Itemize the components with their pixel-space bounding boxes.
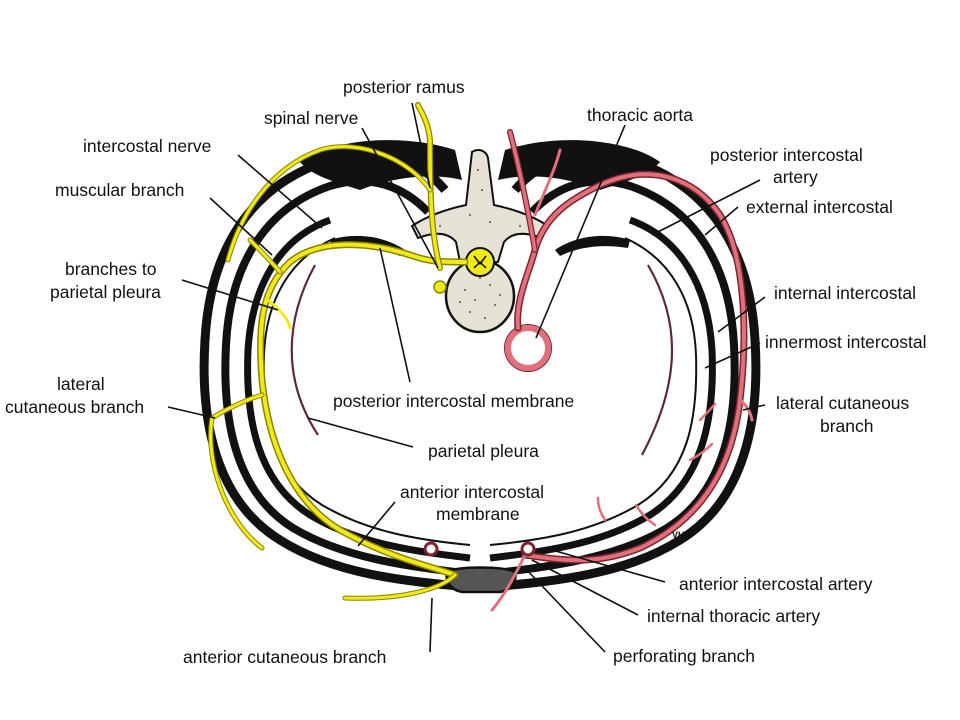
label-anterior-cutaneous-branch: anterior cutaneous branch bbox=[183, 647, 386, 667]
internal-thoracic-artery-right bbox=[520, 541, 536, 557]
label-lateral-cutaneous-branch-right-2: branch bbox=[820, 416, 874, 436]
label-external-intercostal: external intercostal bbox=[746, 197, 893, 217]
label-internal-thoracic-artery: internal thoracic artery bbox=[647, 606, 820, 626]
label-perforating-branch: perforating branch bbox=[613, 646, 755, 666]
artery-twig-4 bbox=[596, 496, 607, 522]
perforating-branch-artery bbox=[490, 553, 527, 612]
label-anterior-intercostal-membrane-2: membrane bbox=[436, 504, 520, 524]
sternum-body bbox=[445, 566, 517, 594]
label-intercostal-nerve: intercostal nerve bbox=[83, 136, 211, 156]
dorsal-branch-artery-2 bbox=[533, 148, 562, 217]
internal-thoracic-artery-left bbox=[423, 541, 439, 557]
vertebral-arch bbox=[410, 149, 550, 263]
spinal-cord-grey-matter bbox=[473, 255, 487, 269]
label-parietal-pleura: parietal pleura bbox=[428, 441, 539, 461]
label-posterior-intercostal-artery-1: posterior intercostal bbox=[710, 145, 863, 165]
intercostal-artery-pathway bbox=[423, 129, 754, 612]
anterior-cutaneous-branch-nerve bbox=[343, 573, 457, 600]
label-posterior-intercostal-membrane: posterior intercostal membrane bbox=[333, 391, 574, 411]
parietal-pleura-left bbox=[290, 264, 319, 436]
thoracic-aorta bbox=[505, 325, 551, 371]
rib-head-right bbox=[555, 235, 630, 256]
artery-twig-3 bbox=[634, 503, 657, 527]
vertebra bbox=[410, 149, 550, 334]
lateral-cutaneous-branch-artery bbox=[738, 398, 754, 422]
label-innermost-intercostal: innermost intercostal bbox=[765, 332, 926, 352]
label-lateral-cutaneous-branch-left-2: cutaneous branch bbox=[5, 397, 144, 417]
label-internal-intercostal: internal intercostal bbox=[774, 283, 916, 303]
posterior-ramus bbox=[416, 103, 442, 270]
label-lateral-cutaneous-branch-right-1: lateral cutaneous bbox=[776, 393, 910, 413]
leader-lines bbox=[167, 102, 766, 653]
intercostal-nerve bbox=[258, 242, 467, 577]
label-branches-to-parietal-pleura-2: parietal pleura bbox=[50, 282, 161, 302]
label-muscular-branch: muscular branch bbox=[55, 180, 184, 200]
pleural-branch-nerve bbox=[266, 298, 292, 330]
posterior-intercostal-artery bbox=[515, 172, 746, 563]
label-lateral-cutaneous-branch-left-1: lateral bbox=[57, 374, 105, 394]
innermost-intercostal-layer bbox=[244, 216, 716, 562]
thoracic-aorta-outline bbox=[504, 324, 552, 372]
lateral-cutaneous-branch-nerve bbox=[209, 393, 264, 550]
sternum bbox=[445, 566, 517, 594]
label-thoracic-aorta: thoracic aorta bbox=[587, 105, 693, 125]
labels: posterior ramus spinal nerve thoracic ao… bbox=[5, 77, 926, 667]
deep-back-muscles-left bbox=[300, 140, 462, 190]
label-anterior-intercostal-membrane-1: anterior intercostal bbox=[400, 482, 544, 502]
label-anterior-intercostal-artery: anterior intercostal artery bbox=[679, 574, 873, 594]
artist-initials: VHC bbox=[672, 530, 692, 540]
label-posterior-intercostal-artery-2: artery bbox=[773, 167, 818, 187]
dorsal-branch-artery bbox=[508, 130, 537, 252]
muscular-branch-nerve bbox=[248, 238, 282, 274]
spinal-ganglion bbox=[433, 280, 447, 294]
label-branches-to-parietal-pleura-1: branches to bbox=[65, 259, 156, 279]
intercostal-nerve-pathway bbox=[208, 102, 469, 601]
bone-texture bbox=[439, 169, 521, 319]
posterior-ramus-branch bbox=[226, 145, 432, 262]
artery-twig-1 bbox=[698, 402, 717, 422]
label-posterior-ramus: posterior ramus bbox=[343, 77, 465, 97]
artery-twig-2 bbox=[688, 442, 714, 462]
label-spinal-nerve: spinal nerve bbox=[264, 108, 358, 128]
parietal-pleura-right bbox=[641, 264, 674, 456]
thoracic-wall bbox=[199, 140, 761, 593]
